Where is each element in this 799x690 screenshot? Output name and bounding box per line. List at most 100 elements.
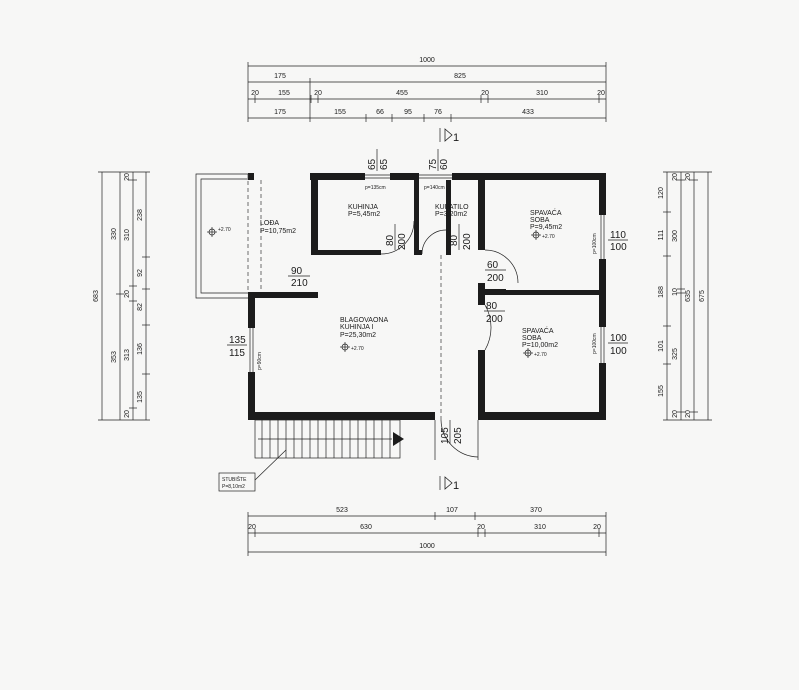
dim-right-101: 101 [658,340,665,352]
dim-left-20b: 20 [124,290,131,298]
dim-left-313: 313 [124,349,131,361]
window-right1-a: 110 [610,230,626,241]
door-entry-a: 105 [440,427,451,444]
dim-left-135: 135 [137,391,144,403]
room-spavaca1-name2: SOBA [530,217,550,224]
dim-left-20a: 20 [124,173,131,181]
room-kupatilo-area: P=3,20m2 [435,211,467,218]
stair-name: STUBIŠTE [222,476,247,483]
level-spavaca1: +2.70 [542,234,555,240]
section-bottom-arrow-icon [444,476,453,490]
dim-bottom-310: 310 [534,524,546,531]
right-dimensions: 120 111 188 101 155 20 300 10 325 20 20 … [658,171,712,421]
dim-right-635: 635 [685,290,692,302]
left-dimensions: 683 330 353 20 310 20 313 20 238 92 82 1… [93,171,150,421]
dim-right-20b: 20 [672,410,679,418]
room-spavaca2-name: SPAVAĆA [522,326,554,335]
room-spavaca1-name: SPAVAĆA [530,208,562,217]
window-right1-b: 100 [610,242,627,253]
dim-right-188: 188 [658,286,665,298]
stairs: STUBIŠTE P=8,10m2 [218,419,404,492]
dim-top-155: 155 [278,90,290,97]
top-dimensions: 1000 175 825 20 155 20 455 20 310 20 175… [247,57,607,122]
opening-labels: 65 65 75 60 80 200 80 200 90 210 60 200 … [227,149,628,444]
dim-left-82: 82 [137,303,144,311]
door-entry-b: 205 [453,427,464,444]
door-kuhinja-a: 80 [385,234,396,246]
stair-area: P=8,10m2 [222,484,245,490]
room-spavaca2-area: P=10,00m2 [522,342,558,349]
sill-kuhinja: p=135cm [365,185,386,191]
dim-bottom-20a: 20 [248,524,256,531]
sill-right2: p=100cm [592,333,598,354]
dim-top-20b: 20 [314,90,322,97]
dim-left-683: 683 [93,290,100,302]
level-marker-icon [531,230,541,240]
dim-bottom-630: 630 [360,524,372,531]
window-left-b: 115 [229,348,245,359]
dim-top-total: 1000 [419,57,435,64]
dim-top-20c: 20 [481,90,489,97]
dim-top-175: 175 [274,73,286,80]
level-spavaca2: +2.70 [534,352,547,358]
dim-top-20d: 20 [597,90,605,97]
door-spavaca1-b: 200 [487,273,504,284]
room-loda-name: LOĐA [260,220,279,227]
door-kupatilo-b: 200 [462,233,473,250]
dim-left-92: 92 [137,269,144,277]
walls [195,173,606,420]
room-kuhinja-area: P=5,45m2 [348,211,380,218]
dim-top-455: 455 [396,90,408,97]
dim-top-20a: 20 [251,90,259,97]
window-kupatilo-b: 60 [439,158,450,170]
dim-top-66: 66 [376,109,384,116]
dim-right-675: 675 [699,290,706,302]
door-kuhinja-b: 200 [397,233,408,250]
door-loda-b: 210 [291,278,308,289]
window-kuhinja-a: 65 [367,158,378,170]
windows [249,174,605,372]
window-right2-b: 100 [610,346,627,357]
dim-right-20c: 20 [685,173,692,181]
door-spavaca1-a: 60 [487,260,499,271]
dashed-lines [247,174,442,420]
dim-bottom-370: 370 [530,507,542,514]
dim-top-175b: 175 [274,109,286,116]
door-loda-a: 90 [291,266,303,277]
door-swings [380,220,519,460]
level-marker-icon [340,342,350,352]
dim-top-95: 95 [404,109,412,116]
room-blagovaona-area: P=25,30m2 [340,332,376,339]
dim-right-325: 325 [672,348,679,360]
room-loda-area: P=10,75m2 [260,228,296,235]
room-spavaca2-name2: SOBA [522,335,542,342]
room-spavaca1-area: P=9,45m2 [530,224,562,231]
dim-top-433: 433 [522,109,534,116]
level-loda: +2.70 [218,227,231,233]
dim-right-120: 120 [658,187,665,199]
window-kupatilo-a: 75 [428,158,439,170]
door-spavaca2-b: 200 [486,314,503,325]
bottom-dimensions: 523 107 370 20 630 20 310 20 1000 [247,507,607,556]
dim-bottom-total: 1000 [419,543,435,550]
room-kuhinja-name: KUHINJA [348,204,378,211]
stair-arrow-icon [393,432,404,446]
room-kupatilo-name: KUPATILO [435,204,469,211]
level-blagovaona: +2.70 [351,346,364,352]
dim-bottom-107: 107 [446,507,458,514]
dim-bottom-20b: 20 [477,524,485,531]
dim-right-111: 111 [658,230,665,241]
dim-top-76: 76 [434,109,442,116]
dim-left-136: 136 [137,343,144,355]
window-left-a: 135 [229,335,246,346]
door-kupatilo-a: 80 [449,234,460,246]
section-bottom-label: 1 [453,480,459,492]
sill-right1: p=100cm [592,233,598,254]
room-blagovaona-name2: KUHINJA I [340,324,374,331]
window-kuhinja-b: 65 [379,158,390,170]
room-blagovaona-name: BLAGOVAONA [340,317,388,324]
dim-top-310: 310 [536,90,548,97]
dim-right-300: 300 [672,230,679,242]
dim-top-155b: 155 [334,109,346,116]
